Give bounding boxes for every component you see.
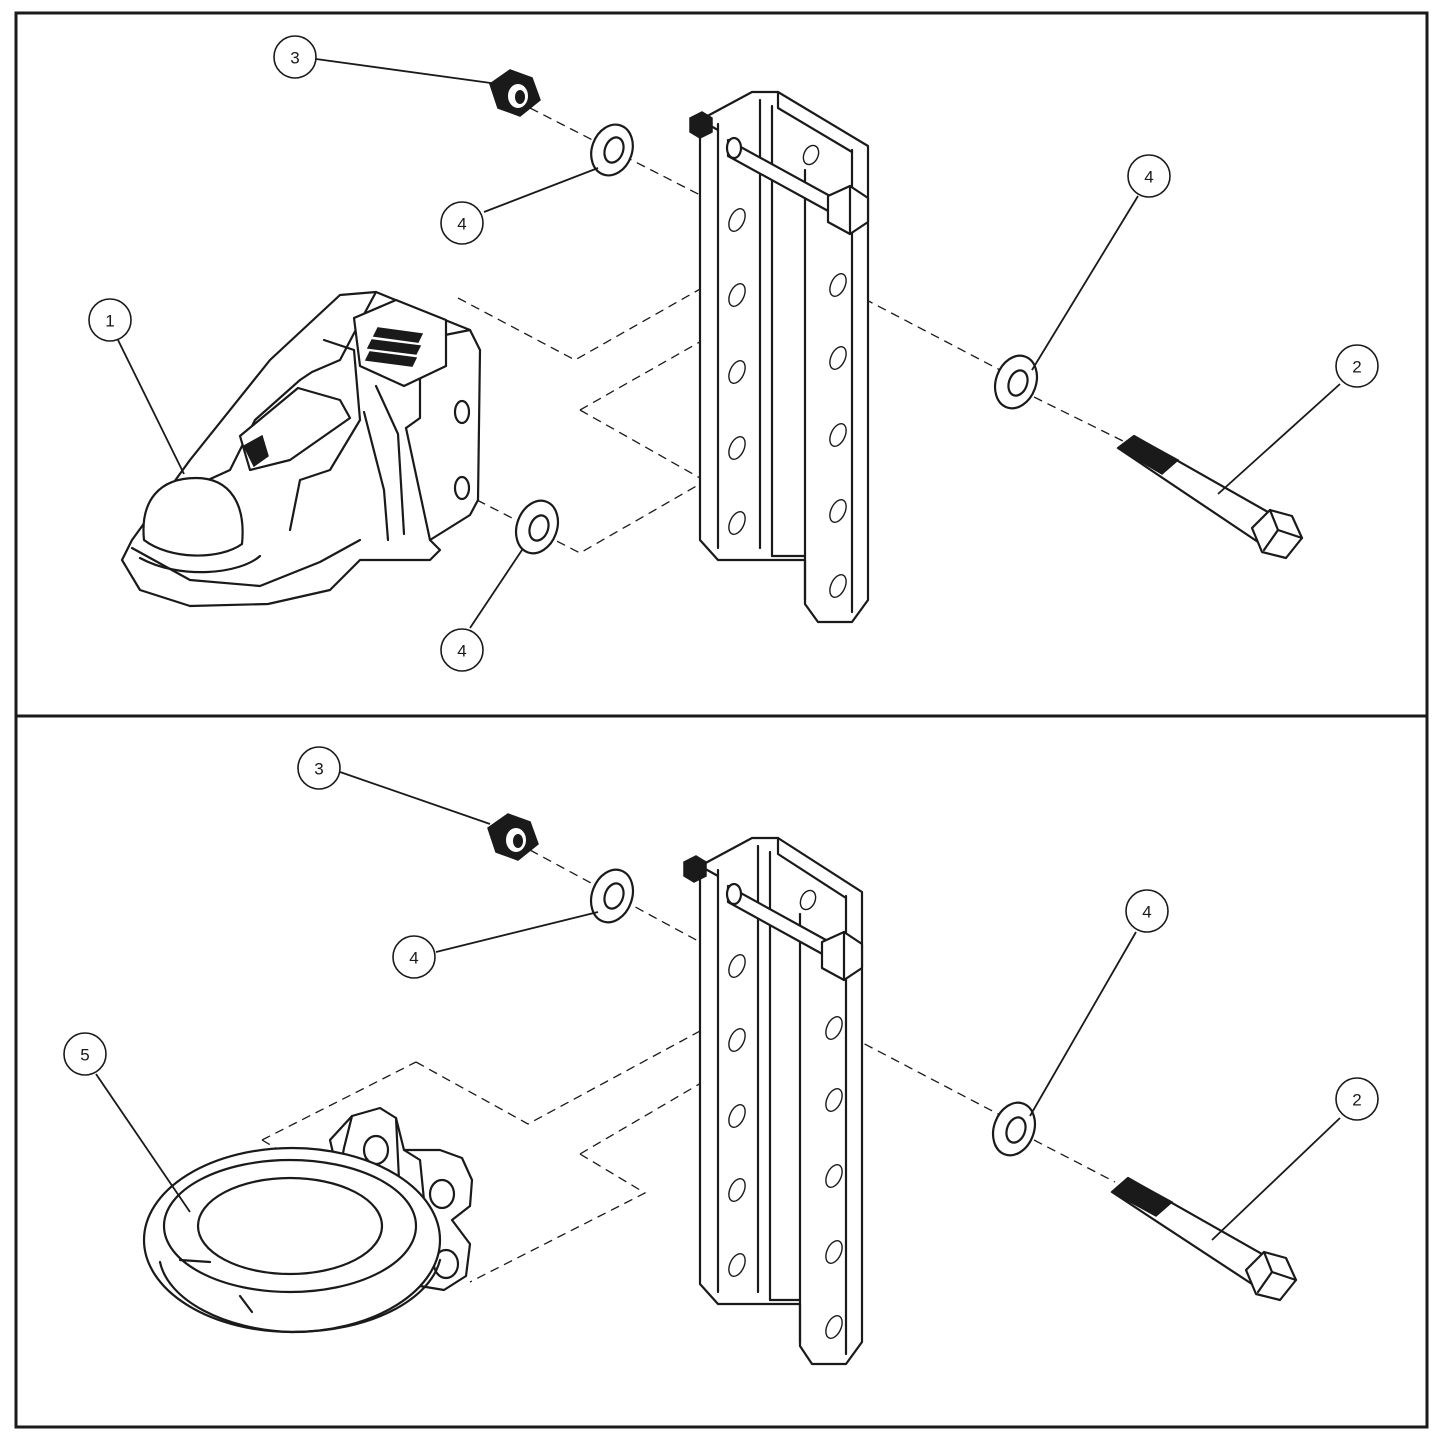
bottom-callout-4-upper-label: 4: [409, 949, 418, 968]
bottom-lunette-ring: [142, 1106, 474, 1334]
bottom-callout-5: [63, 1032, 107, 1076]
top-coupler-decal: [364, 327, 424, 367]
top-callout-4-lower-label: 4: [457, 642, 466, 661]
top-callout-2-label: 2: [1352, 358, 1361, 377]
bottom-lock-nut: [487, 813, 539, 861]
top-washer-lower: [514, 499, 560, 555]
bottom-washer-right: [991, 1101, 1037, 1157]
bottom-washer-upper: [589, 868, 635, 924]
top-washer-upper: [590, 123, 634, 177]
bottom-callout-4-right: [1125, 889, 1169, 933]
top-callout-4-right-label: 4: [1144, 168, 1153, 187]
top-lock-nut: [489, 69, 541, 117]
bottom-panel-frame: [14, 714, 1429, 1429]
top-callout-4-upper: [440, 201, 484, 245]
bottom-callout-3: [297, 746, 341, 790]
bottom-callouts: 3 4 4 2 5: [63, 746, 1379, 1241]
top-callout-4-right: [1127, 154, 1171, 198]
top-panel: 3 4 4 2 1 4: [88, 35, 1379, 672]
top-callout-1-label: 1: [105, 312, 114, 331]
bottom-callout-4-right-label: 4: [1142, 903, 1151, 922]
top-bolt: [1116, 434, 1304, 560]
top-channel-bracket: [689, 90, 870, 624]
bottom-callout-2-label: 2: [1352, 1091, 1361, 1110]
bottom-callout-2: [1335, 1077, 1379, 1121]
bottom-callout-5-label: 5: [80, 1046, 89, 1065]
top-callout-1: [88, 298, 132, 342]
top-callouts: 3 4 4 2 1 4: [88, 35, 1379, 672]
top-callout-4-lower: [440, 628, 484, 672]
bottom-panel: 3 4 4 2 5: [63, 746, 1379, 1366]
top-callout-3-label: 3: [290, 49, 299, 68]
bottom-callout-4-upper: [392, 935, 436, 979]
top-coupler: [120, 290, 482, 608]
bottom-callout-3-label: 3: [314, 760, 323, 779]
bottom-channel-bracket: [683, 836, 864, 1366]
top-callout-3: [273, 35, 317, 79]
top-washer-right: [993, 354, 1039, 410]
top-callout-4-upper-label: 4: [457, 215, 466, 234]
bottom-bolt: [1110, 1176, 1298, 1302]
top-callout-2: [1335, 344, 1379, 388]
